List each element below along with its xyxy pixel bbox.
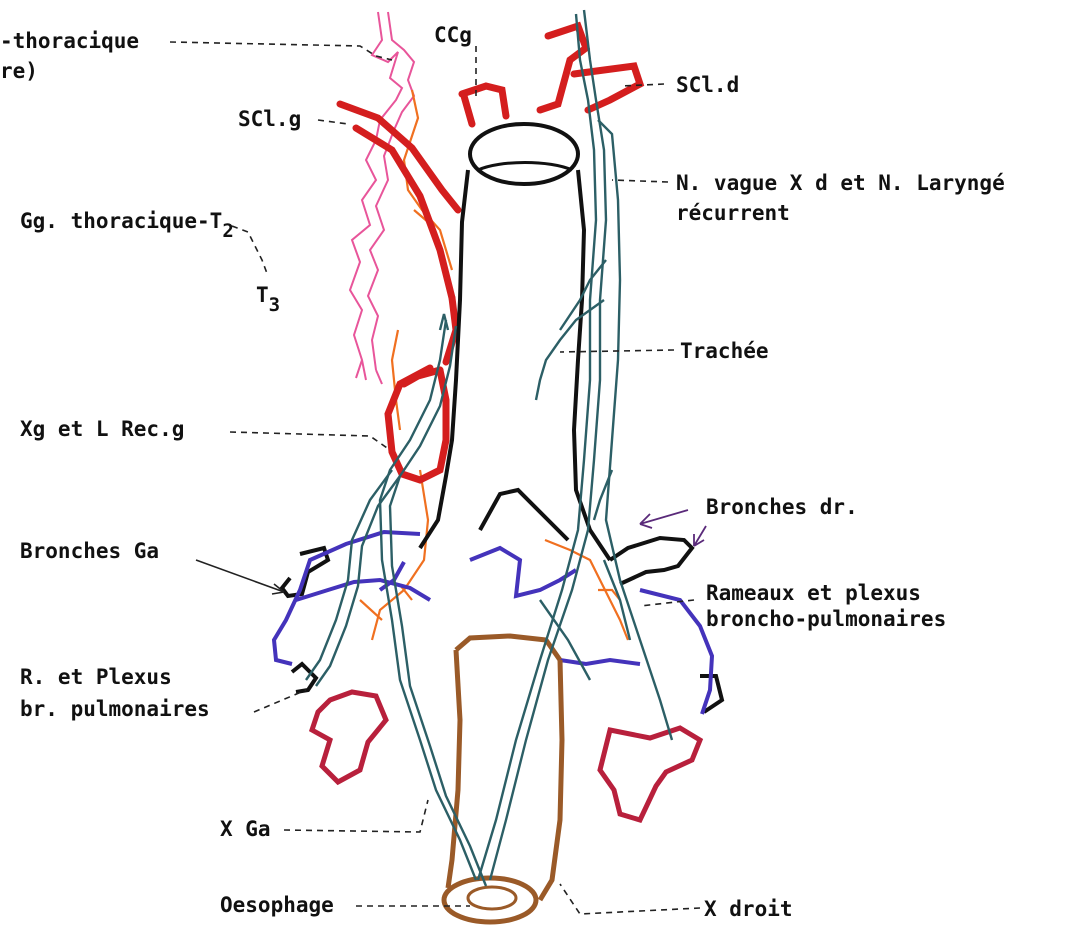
label-ggl-cervico-thoracique: -thoracique xyxy=(0,28,139,54)
bronchi xyxy=(274,532,712,714)
leader-lines xyxy=(170,42,706,914)
label-t3: T3 xyxy=(256,282,280,309)
label-bronches-dr: Bronches dr. xyxy=(706,494,858,520)
trachea xyxy=(282,124,722,712)
oesophagus xyxy=(444,636,562,922)
label-rameaux-line1: Rameaux et plexus xyxy=(706,580,921,606)
label-x-ga: X Ga xyxy=(220,816,271,842)
label-ccg: CCg xyxy=(434,22,472,48)
label-gg-thoracique-text: Gg. thoracique xyxy=(20,209,197,233)
label-ggl-cervico-thoracique-line2: re) xyxy=(0,58,38,84)
label-t2: T xyxy=(210,209,223,233)
label-oesophage: Oesophage xyxy=(220,892,334,918)
orange-nerves xyxy=(360,90,628,640)
label-t3-letter: T xyxy=(256,283,269,307)
label-r-plexus-line1: R. et Plexus xyxy=(20,664,172,690)
label-trachee: Trachée xyxy=(680,338,769,364)
label-r-plexus-line2: br. pulmonaires xyxy=(20,696,210,722)
sympathetic-chain xyxy=(350,12,414,384)
label-t3-subscript: 3 xyxy=(269,294,280,316)
label-x-droit: X droit xyxy=(704,896,793,922)
pulmonary-vessels xyxy=(312,692,700,820)
label-xg-lrec: Xg et L Rec.g xyxy=(20,416,184,442)
label-t2-subscript: 2 xyxy=(222,220,233,242)
label-bronches-ga: Bronches Ga xyxy=(20,538,159,564)
label-scl-d: SCl.d xyxy=(676,72,739,98)
label-vague-d-line2: récurrent xyxy=(676,200,790,226)
vagus-nerves xyxy=(306,10,672,886)
label-gg-thoracique: Gg. thoracique-T2 xyxy=(20,208,234,235)
label-rameaux-line2: broncho-pulmonaires xyxy=(706,606,946,632)
label-vague-d-line1: N. vague X d et N. Laryngé xyxy=(676,170,1005,196)
label-scl-g: SCl.g xyxy=(238,106,301,132)
